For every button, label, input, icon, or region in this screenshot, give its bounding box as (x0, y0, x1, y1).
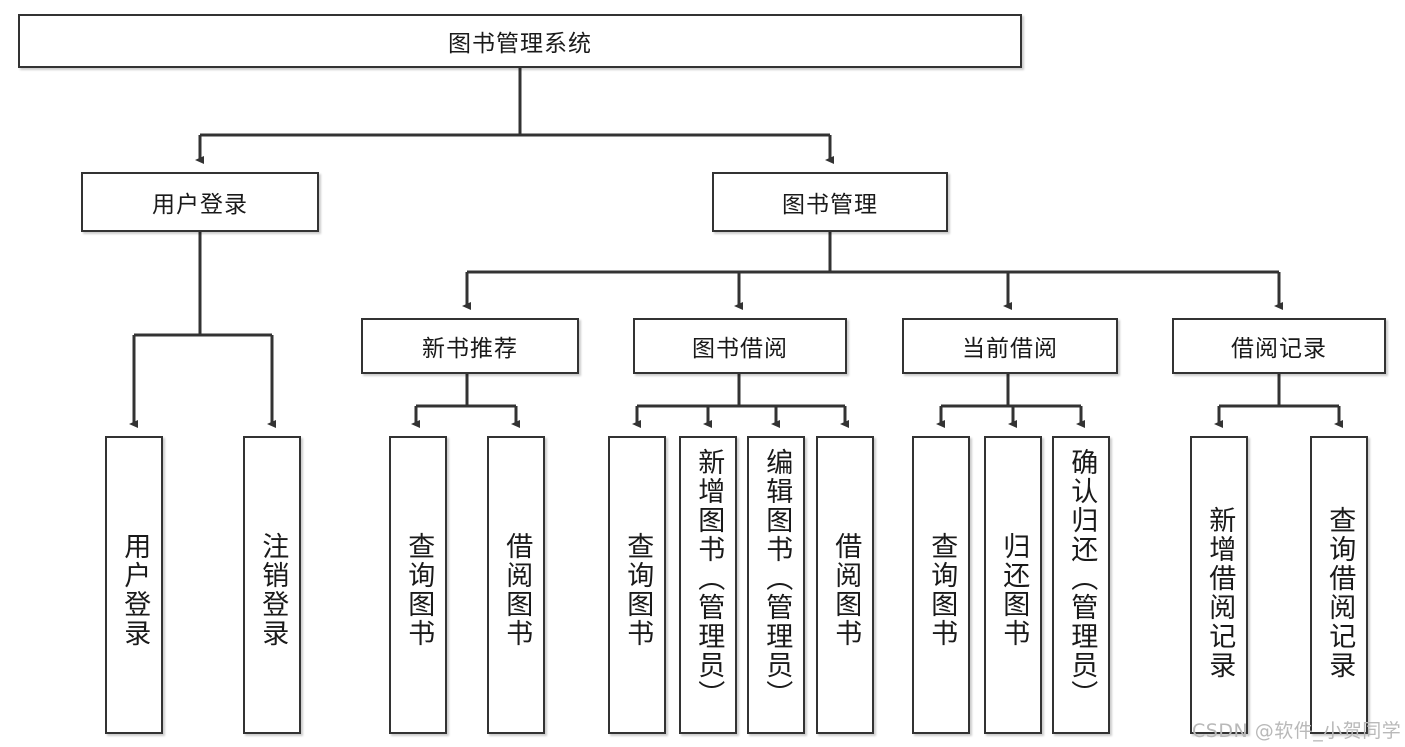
level3-node-0[interactable]: 新书推荐 (361, 318, 579, 374)
leaf-node-8[interactable]: 查询图书 (912, 436, 970, 734)
leaf-node-0[interactable]: 用户登录 (105, 436, 163, 734)
leaf-node-5[interactable]: 新增图书（管理员） (679, 436, 737, 734)
leaf-node-label: 编辑图书（管理员） (761, 448, 793, 709)
level3-node-2[interactable]: 当前借阅 (902, 318, 1118, 374)
leaf-node-3[interactable]: 借阅图书 (487, 436, 545, 734)
leaf-node-label: 用户登录 (119, 532, 151, 648)
level3-node-3[interactable]: 借阅记录 (1172, 318, 1386, 374)
leaf-node-label: 新增借阅记录 (1204, 506, 1236, 680)
watermark: CSDN @软件_小贺同学 (1192, 720, 1402, 742)
level2-node-1[interactable]: 图书管理 (712, 172, 948, 232)
level2-node-0[interactable]: 用户登录 (81, 172, 319, 232)
leaf-node-label: 借阅图书 (501, 532, 533, 648)
leaf-node-10[interactable]: 确认归还（管理员） (1052, 436, 1110, 734)
leaf-node-4[interactable]: 查询图书 (608, 436, 666, 734)
leaf-node-12[interactable]: 查询借阅记录 (1310, 436, 1368, 734)
leaf-node-label: 借阅图书 (830, 532, 862, 648)
leaf-node-label: 注销登录 (257, 532, 289, 648)
leaf-node-9[interactable]: 归还图书 (984, 436, 1042, 734)
leaf-node-label: 查询图书 (403, 532, 435, 648)
leaf-node-label: 新增图书（管理员） (693, 448, 725, 709)
leaf-node-label: 查询图书 (926, 532, 958, 648)
leaf-node-2[interactable]: 查询图书 (389, 436, 447, 734)
leaf-node-7[interactable]: 借阅图书 (816, 436, 874, 734)
leaf-node-label: 确认归还（管理员） (1066, 448, 1098, 709)
leaf-node-11[interactable]: 新增借阅记录 (1190, 436, 1248, 734)
leaf-node-label: 查询借阅记录 (1324, 506, 1356, 680)
leaf-node-1[interactable]: 注销登录 (243, 436, 301, 734)
root-node-system-title[interactable]: 图书管理系统 (18, 14, 1022, 68)
leaf-node-label: 归还图书 (998, 532, 1030, 648)
leaf-node-6[interactable]: 编辑图书（管理员） (747, 436, 805, 734)
level3-node-1[interactable]: 图书借阅 (633, 318, 847, 374)
leaf-node-label: 查询图书 (622, 532, 654, 648)
